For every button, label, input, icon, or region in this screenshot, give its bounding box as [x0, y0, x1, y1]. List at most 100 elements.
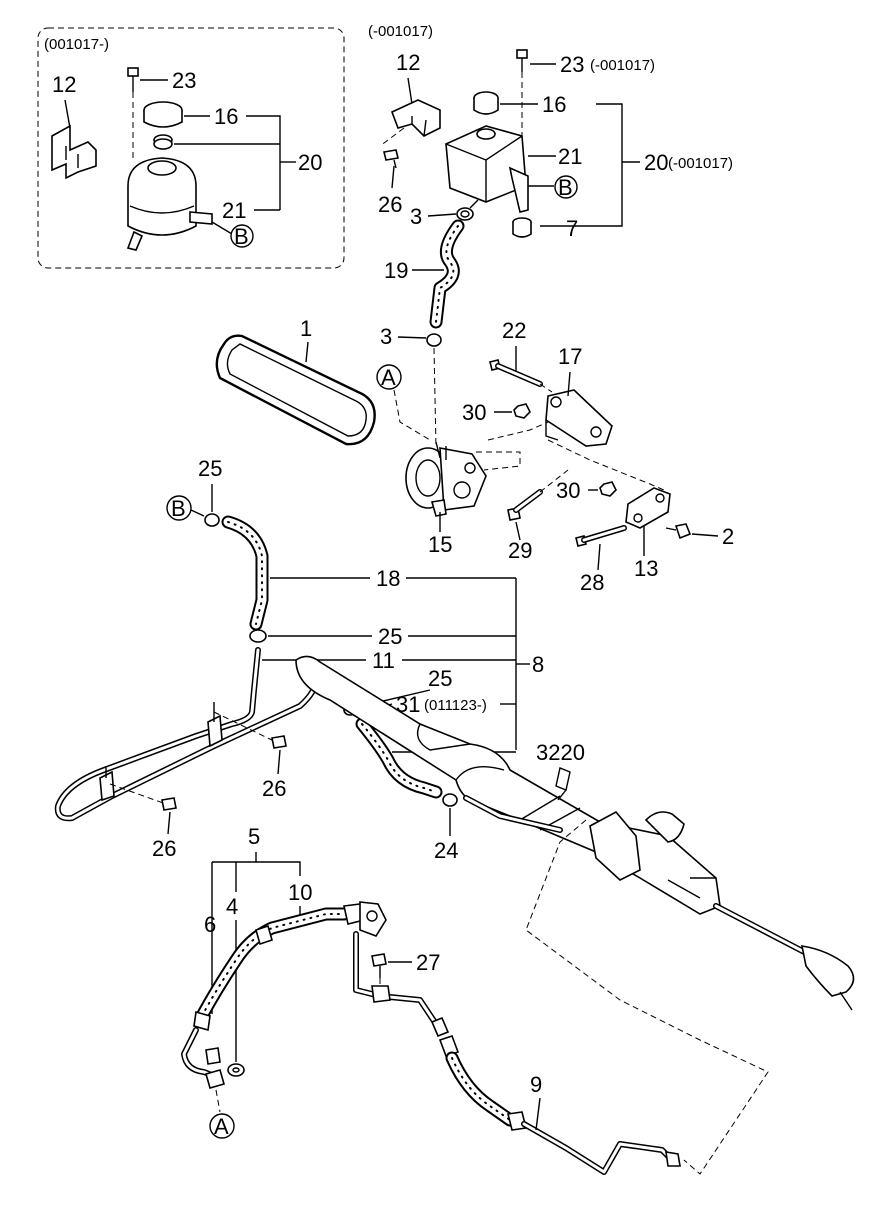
adjust-bracket-13-part: [625, 487, 671, 529]
callout-3220: 3220: [536, 740, 585, 765]
callout-3-mid: 3: [380, 324, 392, 349]
bolt-26-mid-part: [271, 735, 287, 749]
callout-24: 24: [434, 838, 458, 863]
pressure-line-group: 5 4 6 10: [181, 824, 681, 1175]
inset-callout-23: 23: [172, 68, 196, 93]
ref-a-top-circle: [376, 364, 402, 390]
callout-23-note: (-001017): [590, 57, 655, 74]
clamp-25-mid-part: [249, 629, 267, 643]
callout-10: 10: [288, 880, 312, 905]
upper-period-label: (-001017): [368, 23, 433, 40]
inset-seal-part: [153, 134, 173, 150]
inset-bolt-part: [127, 67, 139, 92]
belt-pump-group: 1 A 15 22 17: [215, 316, 734, 595]
return-hose-18-part: [221, 515, 269, 631]
bracket-17-part: [545, 389, 613, 447]
callout-12: 12: [396, 50, 420, 75]
callout-25-mid: 25: [378, 624, 402, 649]
callout-3-top: 3: [410, 204, 422, 229]
reservoir-bracket-part: [390, 99, 441, 137]
callout-31-note: (011123-): [424, 697, 487, 714]
bolt-27-part: [371, 953, 387, 978]
ref-a-bottom-label: A: [214, 1114, 229, 1139]
callout-5: 5: [248, 824, 260, 849]
callout-9: 9: [530, 1072, 542, 1097]
callout-15: 15: [428, 532, 452, 557]
callout-27: 27: [416, 950, 440, 975]
suction-hose-19-part: [429, 219, 465, 329]
callout-30-a: 30: [462, 400, 486, 425]
ref-b-mid-circle: [166, 495, 192, 521]
inset-bracket-part: [51, 124, 97, 180]
grommet-7-part: [512, 217, 532, 238]
clamp-3-mid-part: [426, 333, 442, 347]
banjo-bolt-6-part: [205, 1047, 225, 1089]
callout-6: 6: [204, 912, 216, 937]
callout-21-top: 21: [558, 144, 582, 169]
clamp-24-part: [442, 793, 458, 807]
steering-gear-group: 3220: [295, 655, 855, 1175]
callout-26-low: 26: [152, 836, 176, 861]
inset-callout-21: 21: [222, 198, 246, 223]
reservoir-21-part: [445, 125, 529, 213]
inset-reservoir-part: [126, 157, 213, 251]
callout-2: 2: [722, 524, 734, 549]
ref-a-bottom-circle: [209, 1113, 235, 1139]
callout-17: 17: [558, 344, 582, 369]
inset-period-label: (001017-): [44, 36, 109, 53]
callout-25-low: 25: [428, 666, 452, 691]
bolt-29-part: [507, 489, 543, 521]
inset-ref-b-circle: [230, 224, 254, 248]
bolt-2-part: [665, 523, 692, 540]
inset-cap-part: [143, 101, 183, 128]
callout-20-top: 20: [644, 150, 668, 175]
callout-1: 1: [300, 316, 312, 341]
callout-22: 22: [502, 318, 526, 343]
callout-28: 28: [580, 570, 604, 595]
callout-26-mid: 26: [262, 776, 286, 801]
return-hose-14-part: [355, 717, 443, 799]
nut-30-a-part: [513, 403, 531, 419]
callout-26-top: 26: [378, 192, 402, 217]
callout-20-note: (-001017): [668, 155, 733, 172]
bolt-28-part: [575, 525, 627, 547]
callout-23-top: 23: [560, 52, 584, 77]
clamp-25-top-part: [204, 513, 220, 527]
callout-7: 7: [566, 216, 578, 241]
bolt-26-low-part: [161, 797, 177, 811]
upper-reservoir-group: (-001017) 12 26 23 (-001017) 16: [368, 23, 733, 449]
callout-18: 18: [376, 566, 400, 591]
callout-13: 13: [634, 556, 658, 581]
callout-19: 19: [384, 258, 408, 283]
ref-a-top-label: A: [381, 365, 396, 390]
fitting-end-part: [343, 901, 387, 937]
reservoir-bolt-23-part: [516, 49, 528, 72]
callout-29: 29: [508, 538, 532, 563]
bolt-22-part: [489, 359, 543, 387]
nut-30-b-part: [599, 481, 617, 497]
washer-4-part: [227, 1063, 245, 1077]
inset-callout-20: 20: [298, 150, 322, 175]
callout-30-b: 30: [556, 478, 580, 503]
reservoir-cap-16-part: [473, 91, 499, 115]
clamp-3-top-part: [456, 207, 474, 221]
ref-b-top-label: B: [558, 175, 573, 200]
ref-b-mid-label: B: [171, 496, 186, 521]
power-steering-pump-15-part: [405, 441, 487, 517]
inset-dashed-frame: [37, 27, 345, 269]
pressure-hose-10-part: [193, 907, 351, 1032]
inset-ref-b-label: B: [234, 224, 249, 249]
steering-gear-3220-part: [295, 655, 855, 1011]
callout-25-top: 25: [198, 456, 222, 481]
inset-reservoir-group: (001017-) 12 23 16: [37, 27, 345, 269]
bracket-bolt-26-part: [383, 149, 399, 169]
inset-callout-12: 12: [52, 72, 76, 97]
callout-16-top: 16: [542, 92, 566, 117]
drive-belt-1-part: [215, 334, 376, 446]
ref-b-top-circle: [554, 175, 578, 199]
callout-4: 4: [226, 894, 238, 919]
pressure-pipe-9-part: [353, 931, 681, 1175]
callout-8: 8: [532, 652, 544, 677]
